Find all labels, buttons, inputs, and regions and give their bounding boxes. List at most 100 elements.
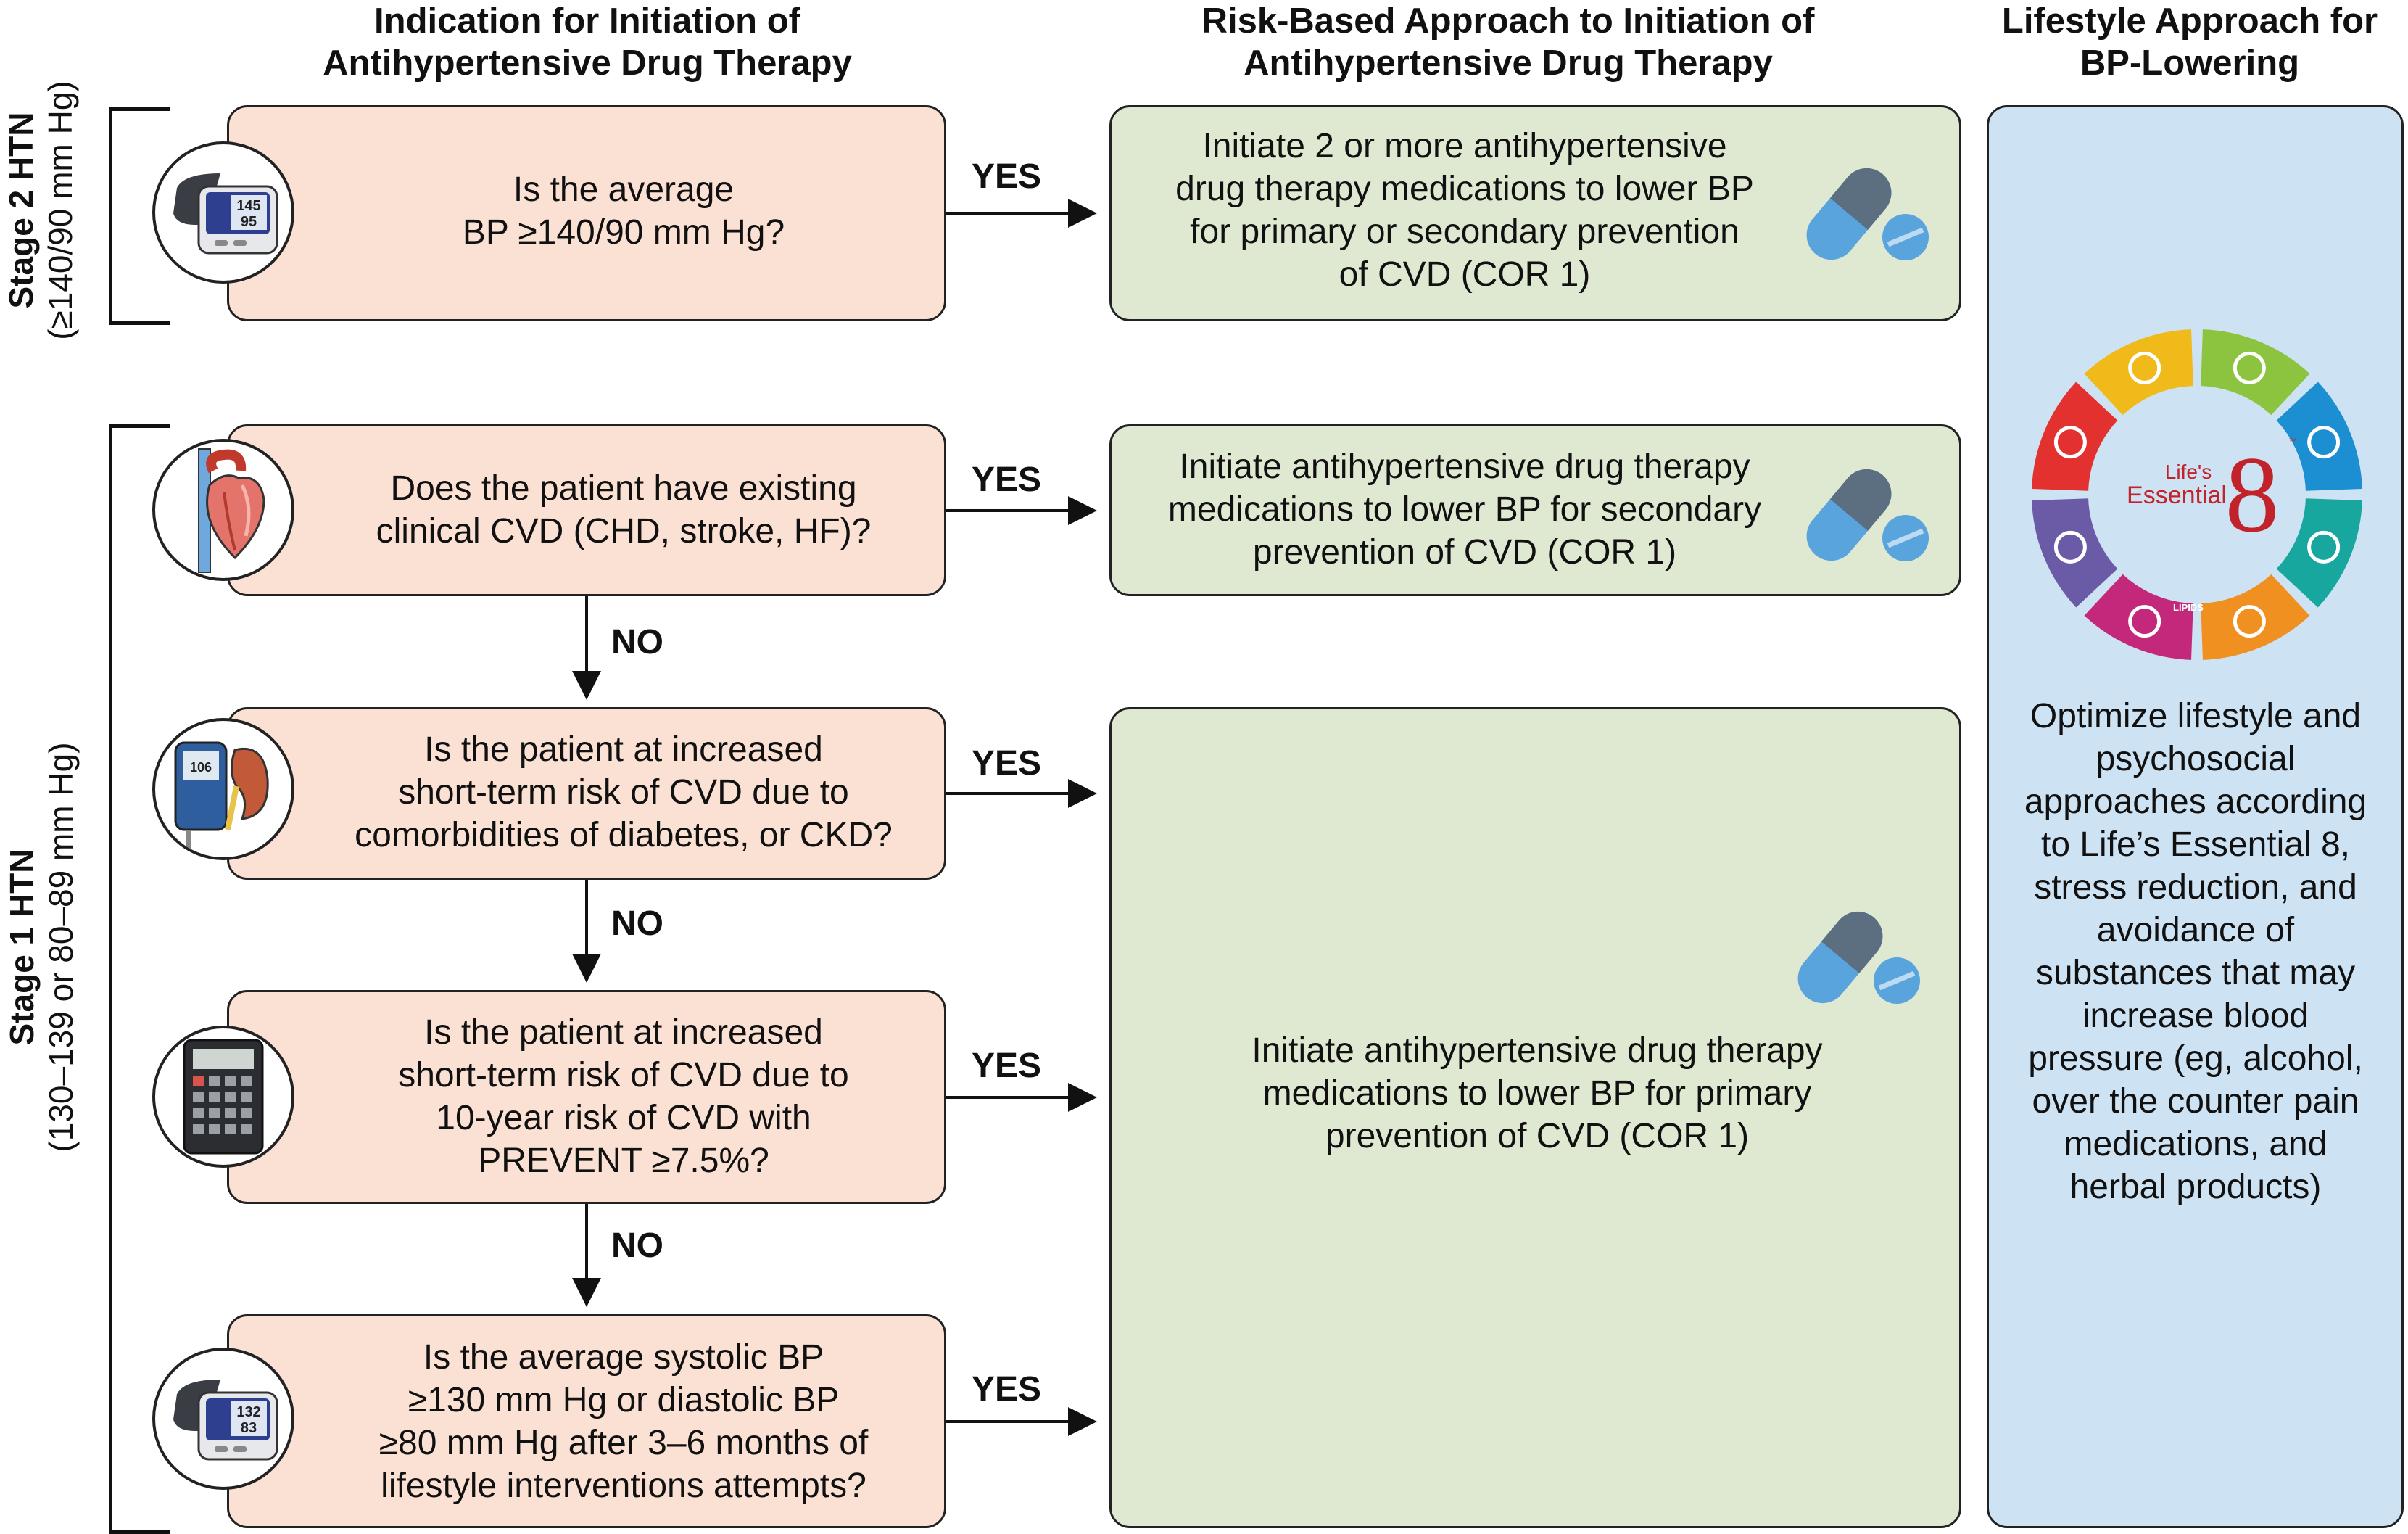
smoking-segment xyxy=(2032,382,2118,491)
header-line: Antihypertensive Drug Therapy xyxy=(323,44,852,83)
bp-segment xyxy=(2032,498,2118,608)
stage2-bracket xyxy=(109,107,170,325)
lifestyle-box xyxy=(1987,105,2404,1528)
logo-line1: Life's xyxy=(2165,461,2212,483)
yes-label-5: YES xyxy=(972,1370,1042,1409)
header-line: Antihypertensive Drug Therapy xyxy=(1244,44,1773,83)
question-line: short-term risk of CVD due to xyxy=(398,1056,849,1094)
lifestyle-text: Optimize lifestyle and psychosocial appr… xyxy=(1993,695,2399,1208)
yes-label-2: YES xyxy=(972,461,1042,499)
action-line: Initiate antihypertensive drug therapy xyxy=(1251,1031,1823,1070)
lifestyle-line: herbal products) xyxy=(2069,1168,2322,1206)
action-line: for primary or secondary prevention xyxy=(1190,213,1739,251)
lifestyle-line: psychosocial xyxy=(2095,740,2296,778)
no-label-2: NO xyxy=(611,904,663,943)
logo-number: 8 xyxy=(2225,434,2280,555)
header-line: Risk-Based Approach to Initiation of xyxy=(1201,1,1815,41)
logo-line2: Essential xyxy=(2127,482,2227,509)
smoking-icon xyxy=(2053,426,2087,459)
glucose-icon xyxy=(2307,530,2341,564)
yes-label-3: YES xyxy=(972,744,1042,783)
question-box-1 xyxy=(227,105,946,321)
activity-icon xyxy=(2307,426,2341,459)
no-label-1: NO xyxy=(611,623,663,661)
action-text-1: Initiate 2 or more antihypertensive drug… xyxy=(1117,125,1813,296)
diet-segment xyxy=(2201,329,2310,416)
lipids-icon xyxy=(2128,605,2161,638)
pill-icon xyxy=(1806,469,1929,561)
lifestyle-line: pressure (eg, alcohol, xyxy=(2028,1039,2363,1078)
diet-icon xyxy=(2233,351,2266,384)
question-line: PREVENT ≥7.5%? xyxy=(478,1142,769,1180)
monitor-reading-sys: 132 xyxy=(236,1404,260,1420)
header-risk-based: Risk-Based Approach to Initiation of Ant… xyxy=(1146,0,1871,84)
bp-monitor-icon: 145 95 xyxy=(152,141,294,284)
yes-label-1: YES xyxy=(972,157,1042,196)
no-label-3: NO xyxy=(611,1226,663,1265)
calculator-icon xyxy=(152,1026,294,1168)
question-text-2: Does the patient have existing clinical … xyxy=(334,467,914,553)
heart-icon xyxy=(152,439,294,581)
question-line: clinical CVD (CHD, stroke, HF)? xyxy=(376,512,872,550)
lifestyle-line: Optimize lifestyle and xyxy=(2030,697,2362,735)
question-line: Is the average systolic BP xyxy=(423,1338,824,1377)
monitor-reading-sys: 145 xyxy=(236,198,260,214)
action-box-2 xyxy=(1109,424,1961,596)
monitor-reading-dia: 83 xyxy=(241,1420,257,1436)
lifestyle-line: substances that may xyxy=(2035,954,2356,992)
question-line: 10-year risk of CVD with xyxy=(436,1099,811,1137)
question-box-4 xyxy=(227,990,946,1204)
question-text-4: Is the patient at increased short-term r… xyxy=(326,1011,921,1182)
pill-icon xyxy=(1797,911,1920,1004)
activity-segment xyxy=(2276,382,2362,491)
lifes-essential-8-logo: Life's Essential 8 ™ LIPIDS xyxy=(2032,329,2362,660)
lifestyle-line: over the counter pain xyxy=(2032,1082,2359,1121)
yes-label-4: YES xyxy=(972,1047,1042,1085)
action-line: Initiate antihypertensive drug therapy xyxy=(1179,448,1750,486)
lifestyle-line: stress reduction, and xyxy=(2034,868,2357,907)
sleep-segment xyxy=(2084,329,2193,416)
header-line: Indication for Initiation of xyxy=(374,1,800,41)
question-line: Is the average xyxy=(513,170,735,209)
lifestyle-line: to Life’s Essential 8, xyxy=(2040,825,2351,864)
pill-icon xyxy=(1806,168,1929,260)
sleep-icon xyxy=(2128,351,2161,384)
header-line: BP-Lowering xyxy=(2080,44,2300,83)
weight-segment xyxy=(2201,574,2310,660)
bp-monitor-icon: 132 83 xyxy=(152,1348,294,1490)
action-text-2: Initiate antihypertensive drug therapy m… xyxy=(1117,445,1813,574)
question-line: comorbidities of diabetes, or CKD? xyxy=(355,816,893,854)
glucometer-reading: 106 xyxy=(190,760,212,775)
question-box-5 xyxy=(227,1314,946,1528)
question-text-5: Is the average systolic BP ≥130 mm Hg or… xyxy=(326,1336,921,1507)
monitor-reading-dia: 95 xyxy=(241,214,257,230)
question-line: short-term risk of CVD due to xyxy=(398,773,849,812)
header-line: Lifestyle Approach for xyxy=(2001,1,2378,41)
header-indication: Indication for Initiation of Antihyperte… xyxy=(276,0,899,84)
lipids-segment xyxy=(2084,574,2193,660)
action-line: of CVD (COR 1) xyxy=(1339,255,1591,294)
action-line: Initiate 2 or more antihypertensive xyxy=(1202,127,1727,165)
lifestyle-line: medications, and xyxy=(2064,1125,2328,1163)
logo-lipids: LIPIDS xyxy=(2173,602,2204,613)
question-text-1: Is the average BP ≥140/90 mm Hg? xyxy=(334,168,914,254)
question-line: lifestyle interventions attempts? xyxy=(381,1467,866,1505)
logo-tm: ™ xyxy=(2288,436,2297,446)
question-line: Does the patient have existing xyxy=(390,469,857,508)
weight-icon xyxy=(2233,605,2266,638)
glucose-segment xyxy=(2276,498,2362,608)
header-lifestyle: Lifestyle Approach for BP-Lowering xyxy=(1972,0,2407,84)
action-line: medications to lower BP for secondary xyxy=(1167,490,1762,529)
question-line: Is the patient at increased xyxy=(424,1013,823,1052)
action-line: prevention of CVD (COR 1) xyxy=(1252,533,1677,572)
action-line: drug therapy medications to lower BP xyxy=(1175,170,1754,208)
question-line: BP ≥140/90 mm Hg? xyxy=(462,213,785,252)
lifestyle-line: increase blood xyxy=(2082,997,2309,1035)
action-line: medications to lower BP for primary xyxy=(1262,1074,1812,1113)
action-box-3 xyxy=(1109,707,1961,1528)
glucometer-kidney-icon: 106 xyxy=(152,718,294,860)
action-text-3: Initiate antihypertensive drug therapy m… xyxy=(1189,1029,1885,1158)
lifestyle-line: avoidance of xyxy=(2096,911,2295,949)
bp-icon xyxy=(2053,530,2087,564)
